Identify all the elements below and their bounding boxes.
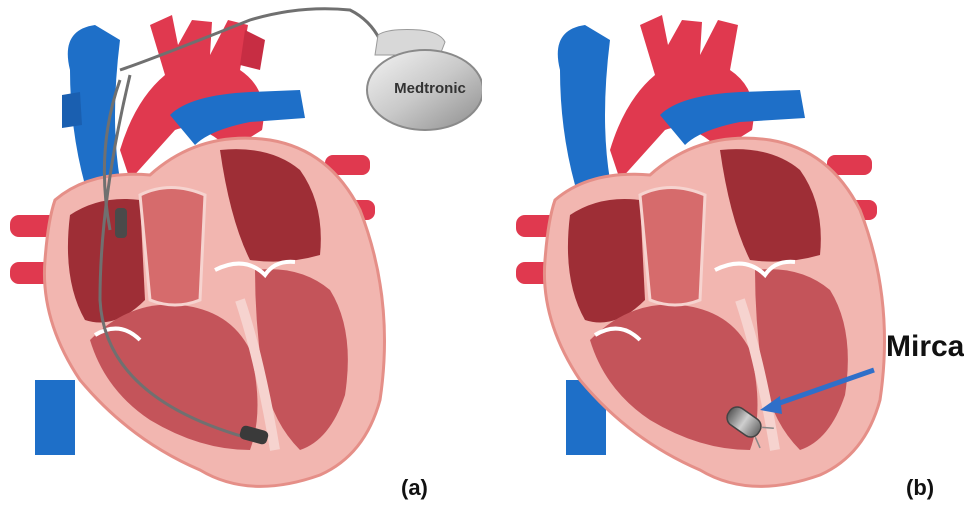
inferior-vena-cava: [35, 380, 75, 455]
mirca-label: Mirca: [886, 330, 964, 364]
device-brand-label: Medtronic: [390, 80, 470, 97]
panel-label-b: (b): [906, 475, 934, 501]
panel-label-a: (a): [401, 475, 428, 501]
aortic-root: [140, 188, 205, 306]
heart-illustration-b: [482, 0, 964, 527]
atrial-lead-tip: [115, 208, 127, 238]
right-atrium: [568, 199, 645, 323]
aortic-root: [640, 188, 705, 306]
panel-a: Medtronic: [0, 0, 482, 527]
superior-vena-cava: [558, 25, 610, 185]
pulmonary-vein-left: [62, 92, 82, 128]
panel-b: [482, 0, 964, 527]
